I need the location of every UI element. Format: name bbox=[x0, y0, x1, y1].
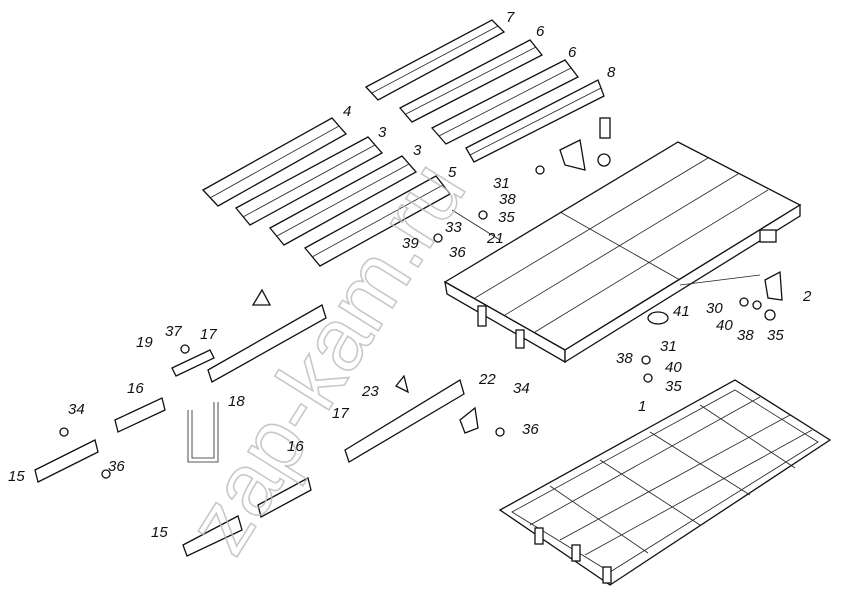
label-8: 8 bbox=[607, 64, 616, 81]
plate-19 bbox=[171, 349, 215, 377]
bracket-upper bbox=[559, 139, 586, 171]
label-38: 38 bbox=[499, 191, 516, 208]
label-15: 15 bbox=[8, 468, 25, 485]
label-16: 16 bbox=[287, 438, 304, 455]
bracket-22 bbox=[459, 406, 479, 434]
label-3: 3 bbox=[413, 142, 422, 159]
label-35: 35 bbox=[498, 209, 515, 226]
block-16b bbox=[257, 477, 312, 518]
hook-23 bbox=[394, 374, 409, 394]
board-3b bbox=[268, 155, 418, 246]
label-16: 16 bbox=[127, 380, 144, 397]
beam-15b bbox=[182, 515, 243, 557]
label-38: 38 bbox=[737, 327, 754, 344]
label-36: 36 bbox=[108, 458, 125, 475]
label-36: 36 bbox=[449, 244, 466, 261]
label-18: 18 bbox=[228, 393, 245, 410]
label-2: 2 bbox=[802, 288, 812, 305]
label-4: 4 bbox=[343, 103, 351, 120]
label-15: 15 bbox=[151, 524, 168, 541]
label-31: 31 bbox=[493, 175, 510, 192]
label-31: 31 bbox=[660, 338, 677, 355]
platform-assembly bbox=[443, 141, 802, 364]
label-35: 35 bbox=[665, 378, 682, 395]
label-3: 3 bbox=[378, 124, 387, 141]
label-22: 22 bbox=[478, 371, 496, 388]
label-5: 5 bbox=[448, 164, 457, 181]
label-40: 40 bbox=[716, 317, 733, 334]
beam-17b bbox=[344, 379, 465, 463]
label-19: 19 bbox=[136, 334, 153, 351]
label-40: 40 bbox=[665, 359, 682, 376]
label-30: 30 bbox=[706, 300, 723, 317]
label-35: 35 bbox=[767, 327, 784, 344]
callout-labels: 7 6 6 8 4 3 3 5 31 38 33 35 39 21 36 2 4… bbox=[8, 9, 812, 541]
label-17: 17 bbox=[332, 405, 349, 422]
board-8 bbox=[465, 79, 605, 163]
label-34: 34 bbox=[68, 401, 85, 418]
block-16a bbox=[114, 397, 166, 433]
ubolt-18 bbox=[187, 402, 219, 463]
beam-17a bbox=[207, 304, 327, 383]
label-39: 39 bbox=[402, 235, 419, 252]
label-34: 34 bbox=[513, 380, 530, 397]
label-1: 1 bbox=[638, 398, 646, 415]
label-17: 17 bbox=[200, 326, 217, 343]
label-37: 37 bbox=[165, 323, 182, 340]
label-21: 21 bbox=[486, 230, 504, 247]
board-6a bbox=[398, 39, 544, 123]
label-6: 6 bbox=[568, 44, 577, 61]
floor-boards-rear bbox=[364, 19, 605, 163]
frame-1 bbox=[498, 379, 832, 586]
beam-15a bbox=[34, 439, 99, 483]
label-33: 33 bbox=[445, 219, 462, 236]
label-7: 7 bbox=[506, 9, 515, 26]
bracket-top bbox=[251, 288, 272, 306]
platform-end bbox=[564, 203, 801, 364]
label-6: 6 bbox=[536, 23, 545, 40]
floor-boards-front bbox=[201, 117, 451, 267]
label-36: 36 bbox=[522, 421, 539, 438]
label-41: 41 bbox=[673, 303, 690, 320]
plug-41 bbox=[647, 311, 669, 325]
loose-parts bbox=[34, 117, 783, 557]
label-38: 38 bbox=[616, 350, 633, 367]
board-7 bbox=[364, 19, 506, 101]
bracket-2 bbox=[764, 270, 783, 301]
label-23: 23 bbox=[361, 383, 379, 400]
